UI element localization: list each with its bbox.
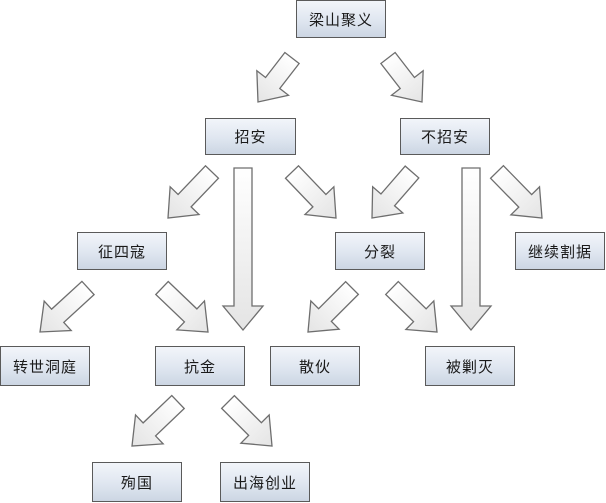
node-kangjin: 抗金	[155, 346, 245, 386]
arrow-root-to-buzhaoan	[379, 51, 424, 103]
node-root: 梁山聚义	[296, 0, 386, 38]
node-sanhuo: 散伙	[270, 346, 360, 386]
node-jixugeju: 继续割据	[515, 232, 605, 270]
node-chuhai: 出海创业	[220, 462, 310, 502]
arrow-kangjin-to-xunguo	[131, 394, 186, 447]
node-fenlie: 分裂	[335, 232, 425, 270]
arrow-zhengsikou-to-zhuanshi	[39, 280, 95, 333]
node-beijiaomie: 被剿灭	[425, 346, 515, 386]
arrow-kangjin-to-chuhai	[220, 394, 273, 447]
arrow-fenlie-to-sanhuo	[307, 280, 360, 333]
arrow-zhaoan-to-kangjin	[221, 167, 265, 332]
arrow-buzhaoan-to-jixugeju	[489, 164, 543, 219]
arrow-buzhaoan-to-beijiaomie	[449, 167, 493, 332]
arrow-zhaoan-to-zhengsikou	[167, 164, 220, 219]
node-buzhaoan: 不招安	[400, 118, 490, 155]
arrow-fenlie-to-beijiaomie	[384, 280, 438, 333]
arrow-root-to-zhaoan	[256, 51, 301, 103]
node-xunguo: 殉国	[92, 462, 182, 502]
arrow-zhaoan-to-fenlie	[284, 164, 337, 219]
node-zhuanshi: 转世洞庭	[0, 346, 90, 386]
node-zhengsikou: 征四寇	[77, 232, 167, 270]
node-zhaoan: 招安	[205, 118, 296, 155]
arrow-zhengsikou-to-kangjin	[154, 280, 209, 333]
arrow-buzhaoan-to-fenlie	[371, 165, 420, 219]
